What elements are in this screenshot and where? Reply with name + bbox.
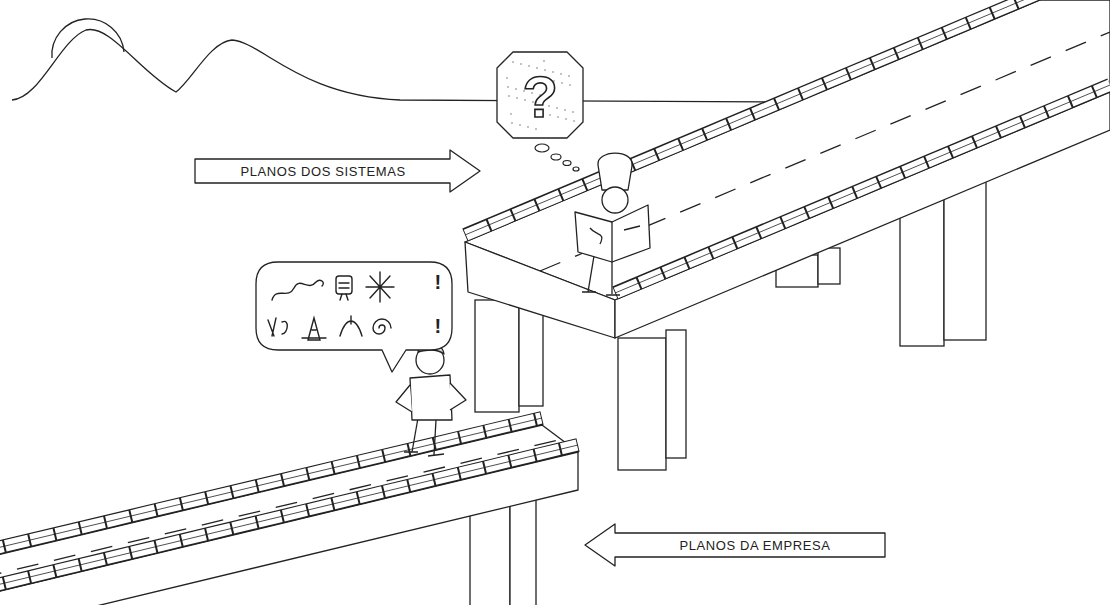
label-arrow-shape: [585, 524, 885, 566]
lower-bridge: [0, 425, 578, 605]
stipple-dot: [511, 122, 513, 124]
gibberish-glyphs: [268, 272, 394, 340]
stipple-dot: [506, 77, 508, 79]
thought-bubble-shape: [497, 52, 583, 138]
stipple-dot: [507, 86, 509, 88]
man-figure: [396, 343, 466, 456]
stipple-dot: [535, 128, 537, 130]
thought-bubble: ?: [497, 52, 583, 138]
stipple-dot: [564, 109, 566, 111]
stipple-dot: [572, 111, 574, 113]
sun: [52, 19, 124, 58]
stipple-dot: [569, 84, 571, 86]
stipple-dot: [519, 124, 521, 126]
stipple-dot: [565, 118, 567, 120]
speech-bubble-shape: [256, 262, 452, 372]
exclamation-mark: !: [435, 272, 442, 292]
stipple-dot: [520, 63, 522, 65]
mountain-ridge: [12, 29, 790, 102]
stipple-dot: [508, 95, 510, 97]
upper-bridge: [465, 0, 1110, 338]
stipple-dot: [512, 61, 514, 63]
thought-trail: [535, 144, 579, 171]
label-arrow: PLANOS DA EMPRESA: [585, 524, 885, 566]
stipple-dot: [510, 113, 512, 115]
stipple-dot: [527, 126, 529, 128]
stipple-dot: [528, 65, 530, 67]
stipple-dot: [515, 88, 517, 90]
stipple-dot: [543, 60, 545, 62]
stipple-dot: [573, 120, 575, 122]
stipple-dot: [561, 82, 563, 84]
stipple-dot: [516, 97, 518, 99]
speech-bubble-outline: [256, 262, 452, 350]
label-arrow: PLANOS DOS SISTEMAS: [195, 150, 480, 192]
upper-brick-walls: [465, 0, 1110, 293]
arrow-label: PLANOS DOS SISTEMAS: [241, 165, 406, 178]
speech-bubble: !!: [256, 262, 452, 350]
stipple-dot: [560, 73, 562, 75]
woman-figure: [575, 153, 650, 295]
question-mark: ?: [523, 68, 558, 126]
arrow-label: PLANOS DA EMPRESA: [680, 539, 831, 552]
stipple-dot: [568, 75, 570, 77]
lower-brick-walls: [0, 418, 578, 589]
label-arrow-shape: [195, 150, 480, 192]
stipple-dot: [504, 59, 506, 61]
exclamation-mark: !: [435, 316, 442, 336]
